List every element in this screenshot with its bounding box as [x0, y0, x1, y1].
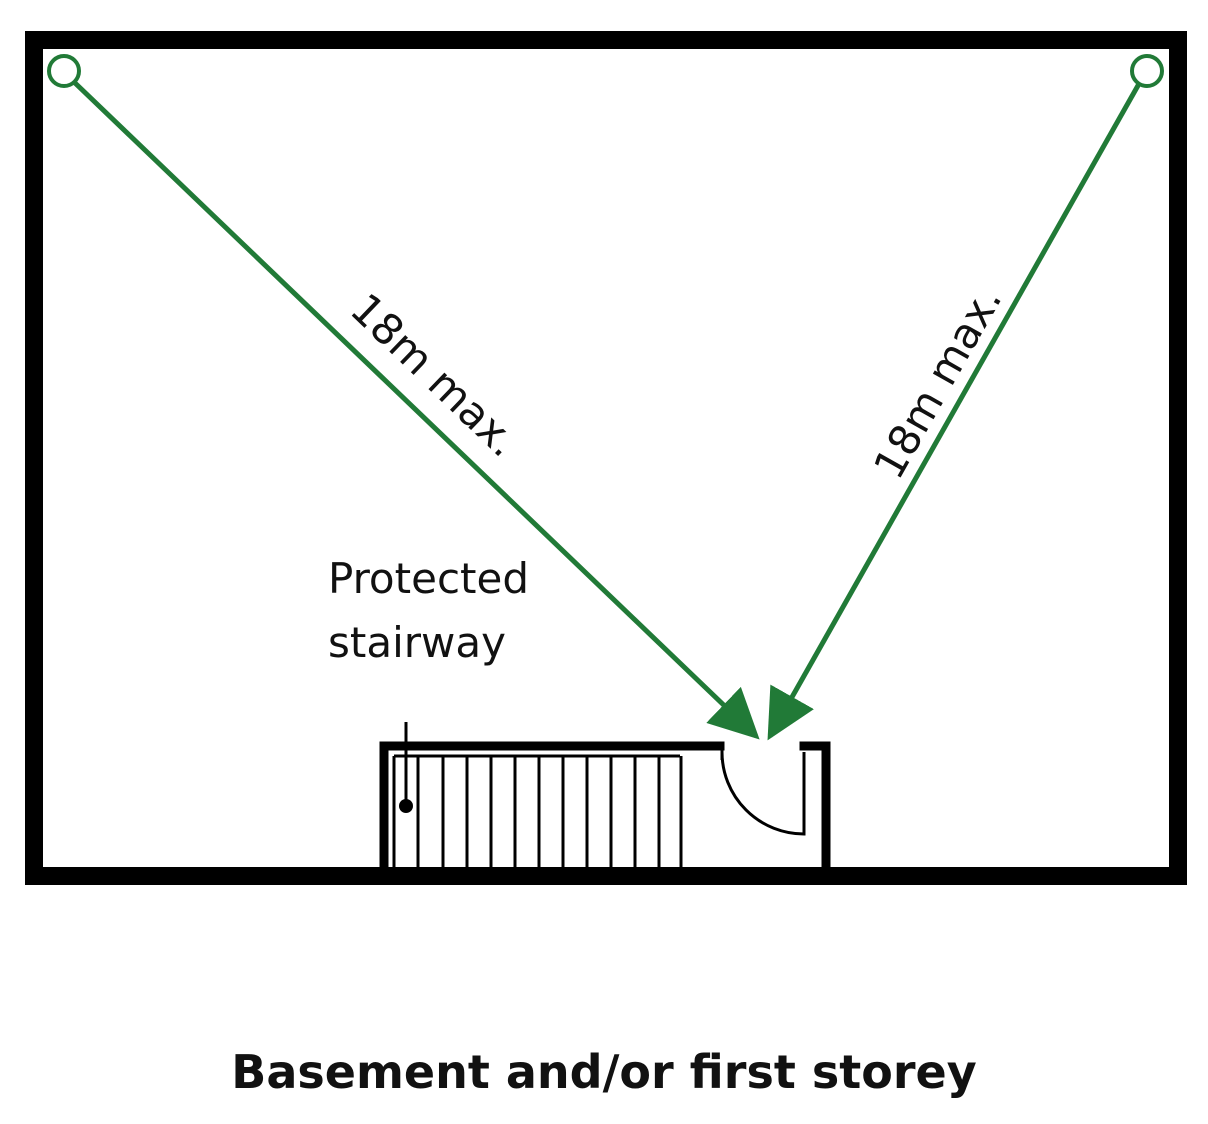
left-route-line [72, 80, 760, 740]
left-distance-label: 18m max. [341, 284, 528, 467]
stair-treads [392, 754, 683, 868]
stair-label-line-2: stairway [328, 618, 506, 667]
stair-label-line-1: Protected [328, 554, 529, 603]
right-distance-label: 18m max. [864, 278, 1011, 487]
escape-routes [47, 54, 1164, 741]
right-origin-marker [1130, 54, 1164, 88]
right-route-line [767, 80, 1143, 741]
stair-enclosure-right-wall [799, 741, 831, 881]
stair-enclosure [379, 722, 831, 881]
stair-enclosure-wall [379, 741, 725, 881]
outer-wall [25, 31, 1187, 885]
stair-direction-dot [399, 799, 413, 813]
diagram-caption: Basement and/or first storey [231, 1045, 976, 1099]
left-origin-marker [47, 54, 81, 88]
door-swing-arc [720, 751, 806, 836]
